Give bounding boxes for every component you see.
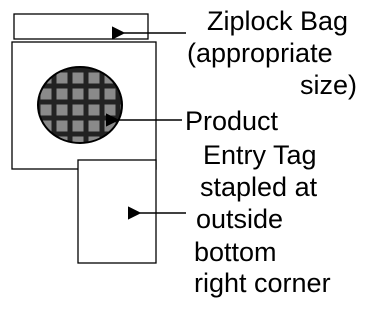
product-icon (37, 66, 123, 144)
label-tag-line1: Entry Tag (203, 140, 317, 170)
label-product: Product (185, 106, 279, 136)
label-bag-line3: size) (300, 70, 358, 100)
label-bag-line1: Ziplock Bag (207, 6, 349, 36)
label-tag-line3: outside (196, 204, 284, 234)
label-bag-line2: (appropriate (187, 38, 333, 68)
label-tag-line4: bottom (194, 237, 277, 267)
label-tag-line5: right corner (194, 268, 331, 298)
entry-tag (77, 159, 157, 264)
ziplock-seal-strip (13, 13, 149, 40)
label-tag-line2: stapled at (200, 172, 318, 202)
